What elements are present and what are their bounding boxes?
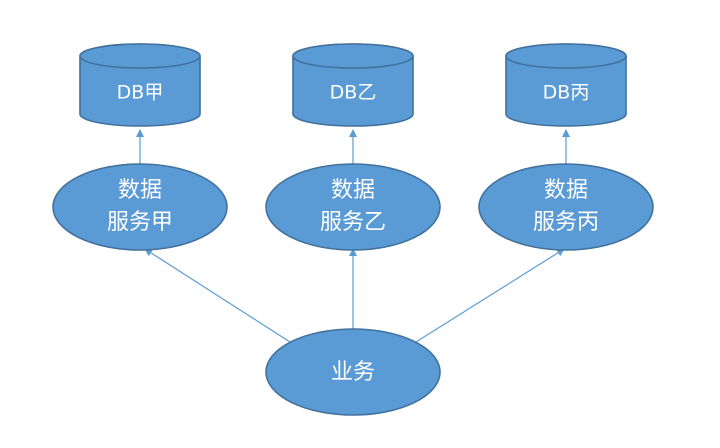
business-ellipse: [265, 328, 441, 416]
cylinder-top: [505, 43, 627, 69]
service-label-line1: 数据: [331, 178, 375, 203]
service-a: 数据 服务甲: [52, 163, 228, 251]
service-label-line2: 服务甲: [107, 210, 173, 235]
connector-business-to-service-a: [144, 248, 291, 343]
service-label-line2: 服务乙: [320, 210, 386, 235]
database-label: DB乙: [330, 82, 377, 104]
database-a: DB甲: [79, 43, 201, 127]
database-b: DB乙: [292, 43, 414, 127]
service-label-line2: 服务丙: [533, 210, 599, 235]
service-b: 数据 服务乙: [265, 163, 441, 251]
business-label: 业务: [331, 360, 375, 385]
service-label-line1: 数据: [118, 178, 162, 203]
service-ellipse: [52, 163, 228, 251]
database-label: DB丙: [543, 82, 590, 104]
service-label-line1: 数据: [544, 178, 588, 203]
connector-business-to-service-c: [415, 248, 565, 343]
database-label: DB甲: [117, 82, 164, 104]
cylinder-top: [292, 43, 414, 69]
business: 业务: [265, 328, 441, 416]
service-c: 数据 服务丙: [478, 163, 654, 251]
cylinder-top: [79, 43, 201, 69]
service-ellipse: [478, 163, 654, 251]
database-c: DB丙: [505, 43, 627, 127]
service-ellipse: [265, 163, 441, 251]
